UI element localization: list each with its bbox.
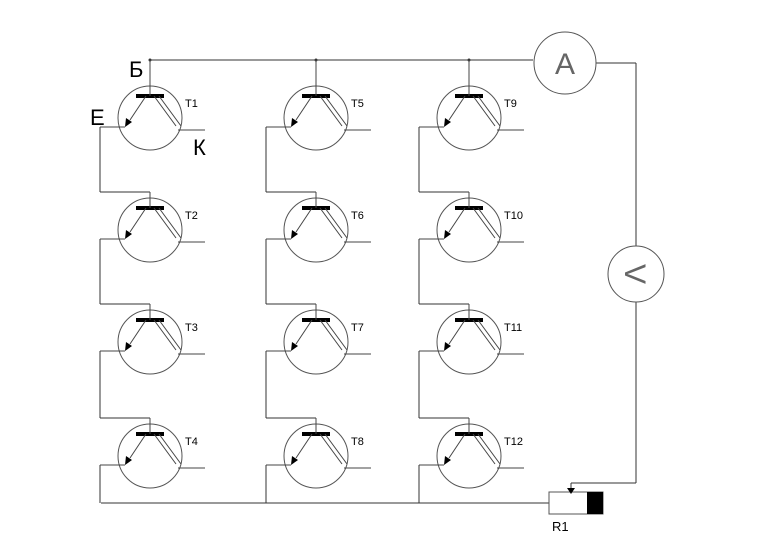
collector-line [319, 433, 343, 465]
emitter-line [129, 207, 147, 233]
collector-line [324, 319, 348, 351]
collector-line [158, 207, 182, 239]
emitter-arrow-icon [291, 230, 298, 239]
transistor: T5 [266, 60, 371, 151]
transistor-label: T3 [185, 322, 198, 334]
collector-line [153, 433, 177, 465]
collector-line [319, 319, 343, 351]
collector-line [324, 207, 348, 239]
transistor-label: T2 [185, 210, 198, 222]
collector-line [158, 95, 182, 127]
ammeter-symbol: A [555, 48, 575, 81]
collector-line [158, 433, 182, 465]
emitter-line [295, 319, 313, 345]
collector-line [153, 95, 177, 127]
emitter-line [129, 433, 147, 459]
transistor: T8 [266, 418, 371, 489]
transistor-label: T8 [351, 436, 364, 448]
collector-line [472, 433, 496, 465]
transistor-label: T12 [504, 436, 523, 448]
collector-line [319, 207, 343, 239]
emitter-line [448, 319, 466, 345]
voltmeter: V [607, 245, 665, 303]
emitter-line [295, 207, 313, 233]
emitter-arrow-icon [125, 342, 132, 351]
transistor: T3 [100, 304, 205, 375]
voltmeter-circle [607, 245, 665, 303]
transistor-label: T7 [351, 322, 364, 334]
emitter-arrow-icon [125, 118, 132, 127]
ammeter-circle [533, 31, 597, 95]
collector-line [158, 319, 182, 351]
collector-line [477, 433, 501, 465]
resistor-label: R1 [552, 519, 569, 534]
wires [99, 58, 637, 504]
transistor: T7 [266, 304, 371, 375]
wiper-arrow-icon [567, 488, 575, 494]
transistor-label: T11 [504, 322, 522, 334]
emitter-pin-label: Е [90, 105, 105, 130]
emitter-arrow-icon [125, 456, 132, 465]
collector-pin-label: К [193, 135, 206, 160]
transistor-label: T1 [185, 98, 198, 110]
collector-line [477, 319, 501, 351]
emitter-arrow-icon [444, 456, 451, 465]
emitter-arrow-icon [444, 118, 451, 127]
collector-line [319, 95, 343, 127]
collector-line [477, 207, 501, 239]
transistor: T6 [266, 192, 371, 263]
emitter-arrow-icon [291, 456, 298, 465]
transistor: T12 [419, 418, 524, 489]
transistor-label: T9 [504, 98, 517, 110]
emitter-arrow-icon [444, 230, 451, 239]
emitter-line [129, 319, 147, 345]
emitter-line [295, 95, 313, 121]
emitter-arrow-icon [291, 118, 298, 127]
transistor: T4 [100, 418, 205, 489]
collector-line [324, 433, 348, 465]
emitter-arrow-icon [125, 230, 132, 239]
transistor: T1 [100, 60, 205, 151]
emitter-line [295, 433, 313, 459]
collector-line [477, 95, 501, 127]
potentiometer: R1 [548, 488, 604, 534]
transistor-label: T5 [351, 98, 364, 110]
emitter-line [448, 95, 466, 121]
transistor-label: T4 [185, 436, 198, 448]
emitter-line [129, 95, 147, 121]
transistor: T10 [419, 192, 524, 263]
transistor-label: T6 [351, 210, 364, 222]
collector-line [472, 95, 496, 127]
emitter-line [448, 207, 466, 233]
voltmeter-symbol: V [618, 264, 651, 284]
collector-line [153, 207, 177, 239]
transistor-label: T10 [504, 210, 523, 222]
collector-line [472, 207, 496, 239]
transistor: T11 [419, 304, 524, 375]
collector-line [324, 95, 348, 127]
collector-line [472, 319, 496, 351]
emitter-arrow-icon [291, 342, 298, 351]
transistor: T2 [100, 192, 205, 263]
emitter-line [448, 433, 466, 459]
transistor: T9 [419, 60, 524, 151]
base-pin-label: Б [129, 57, 143, 82]
resistor-end-cap [587, 492, 603, 514]
collector-line [153, 319, 177, 351]
emitter-arrow-icon [444, 342, 451, 351]
ammeter: A [533, 31, 597, 95]
